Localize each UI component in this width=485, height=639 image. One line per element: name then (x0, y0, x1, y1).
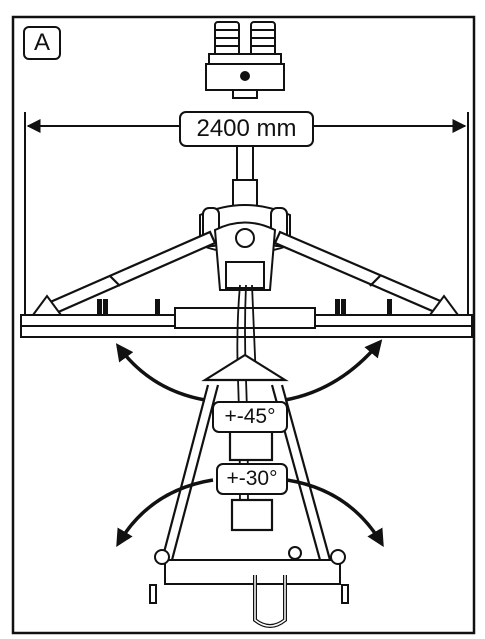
panel-label: A (23, 26, 61, 60)
outer-border (11, 15, 476, 635)
lower-boom (160, 353, 332, 561)
top-a-frame (199, 204, 291, 291)
stabilizer-cylinders (46, 230, 447, 315)
rotation-arrows-30 (116, 478, 384, 548)
main-beam (20, 294, 473, 338)
width-dimension-label: 2400 mm (179, 111, 314, 147)
hydraulic-coupler (205, 21, 285, 99)
width-dimension-line (24, 112, 469, 320)
rotate-right-arrow-30 (286, 478, 384, 548)
rotation-angle-45-label: +-45° (212, 401, 288, 433)
rotate-left-arrow-45 (115, 343, 206, 402)
rotate-left-arrow-30 (116, 478, 214, 548)
rotation-angle-30-label: +-30° (216, 463, 288, 495)
rotate-right-arrow-45 (284, 339, 383, 402)
rotation-arrows-45 (115, 339, 383, 402)
tool-carrier (149, 546, 349, 628)
